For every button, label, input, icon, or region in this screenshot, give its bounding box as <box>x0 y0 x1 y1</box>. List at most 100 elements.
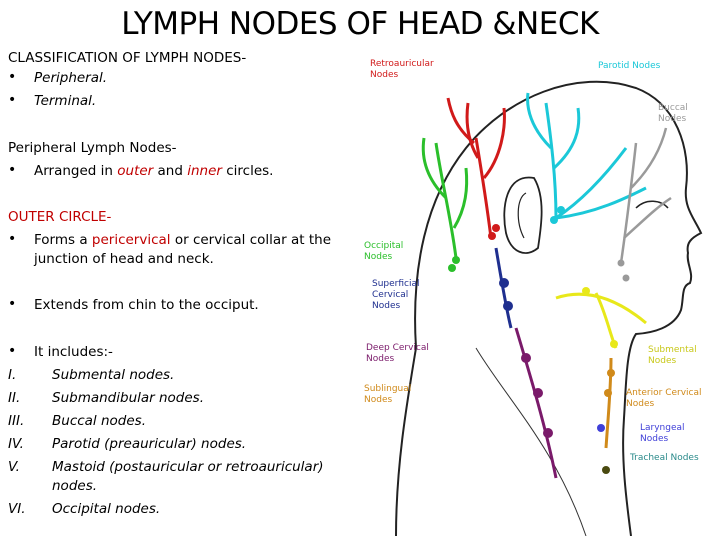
submental-node <box>610 340 618 348</box>
outer-bullet-2: Extends from chin to the occiput. <box>34 297 259 313</box>
classification-heading: CLASSIFICATION OF LYMPH NODES- <box>8 50 247 66</box>
classification-item-peripheral: Peripheral. <box>34 70 108 86</box>
vessel-line <box>604 357 613 449</box>
vessel-line <box>482 107 506 179</box>
list-item: Occipital nodes. <box>52 501 161 517</box>
deep-cervical-vessels <box>514 327 558 479</box>
label-sublingual: Sublingual <box>364 384 411 394</box>
anterior-cervical-node <box>607 369 615 377</box>
list-item-continuation: nodes. <box>52 478 98 494</box>
classification-item-terminal: Terminal. <box>34 93 97 109</box>
submental-node <box>582 287 590 295</box>
vessel-line <box>514 327 558 479</box>
list-num: V. <box>8 459 20 475</box>
vessel-line <box>555 292 647 325</box>
anterior-cervical-vessels <box>604 357 613 449</box>
vessel-line <box>474 137 493 239</box>
label-submental-line2: Nodes <box>648 356 676 366</box>
occipital-node <box>452 256 460 264</box>
list-num: IV. <box>8 436 24 452</box>
superficial-cervical-vessels <box>494 247 513 329</box>
label-retroauricular: Retroauricular <box>370 59 434 69</box>
occipital-node <box>448 264 456 272</box>
vessel-line <box>446 97 475 145</box>
retroauricular-node <box>492 224 500 232</box>
laryngeal-node <box>597 424 605 432</box>
deep-cervical-node <box>521 353 531 363</box>
ear-inner <box>517 192 527 239</box>
label-deep-cervical-line2: Nodes <box>366 354 394 364</box>
text-span: and <box>153 163 188 179</box>
list-num: I. <box>8 367 17 383</box>
buccal-vessels <box>619 127 672 264</box>
page-title: LYMPH NODES OF HEAD &NECK <box>121 6 599 42</box>
bullet-marker: • <box>8 343 17 359</box>
parotid-node <box>557 206 565 214</box>
bullet-marker: • <box>8 296 17 312</box>
list-item: Mastoid (postauricular or retroauricular… <box>52 459 324 475</box>
vessel-line <box>552 107 581 170</box>
label-buccal: Buccal <box>658 103 688 113</box>
superficial-cervical-node <box>503 301 513 311</box>
text-span: Arranged in <box>34 163 118 179</box>
label-occipital: Occipital <box>364 241 403 251</box>
label-laryngeal-line2: Nodes <box>640 434 668 444</box>
label-occipital-line2: Nodes <box>364 252 392 262</box>
anterior-cervical-node <box>604 389 612 397</box>
label-submental: Submental <box>648 345 697 355</box>
text-span: or cervical collar at the <box>170 232 332 248</box>
peripheral-bullet: Arranged in outer and inner circles. <box>34 163 273 180</box>
list-item: Submental nodes. <box>52 367 175 383</box>
bullet-marker: • <box>8 92 17 108</box>
buccal-node <box>622 274 630 282</box>
label-laryngeal: Laryngeal <box>640 423 685 433</box>
text-span: circles. <box>221 163 274 179</box>
outer-bullet-1: Forms a pericervical or cervical collar … <box>34 232 331 249</box>
bullet-marker: • <box>8 69 17 85</box>
lymph-nodes-diagram: Retroauricular Nodes Parotid Nodes Bucca… <box>356 48 712 536</box>
neck-muscle-line <box>475 347 587 536</box>
parotid-node <box>550 216 558 224</box>
vessel-line <box>452 167 469 229</box>
vessel-line <box>421 137 448 200</box>
label-retroauricular-line2: Nodes <box>370 70 398 80</box>
occipital-vessels <box>421 137 469 259</box>
list-num: III. <box>8 413 25 429</box>
label-tracheal: Tracheal Nodes <box>629 453 699 463</box>
ear-outline <box>503 176 543 254</box>
vessel-line <box>630 127 668 189</box>
list-item: Buccal nodes. <box>52 413 146 429</box>
retroauricular-vessels <box>446 97 506 239</box>
vessel-line <box>619 142 638 264</box>
label-buccal-line2: Nodes <box>658 114 686 124</box>
deep-cervical-node <box>533 388 543 398</box>
vessel-line <box>494 247 513 329</box>
eye-outline <box>635 200 669 209</box>
buccal-node <box>617 259 625 267</box>
list-item: Submandibular nodes. <box>52 390 205 406</box>
vessel-line <box>465 102 480 159</box>
vessel-line <box>555 186 647 220</box>
vessel-line <box>526 92 553 150</box>
bullet-marker: • <box>8 231 17 247</box>
vessel-line <box>434 142 458 259</box>
tracheal-node <box>602 466 610 474</box>
superficial-cervical-node <box>499 278 509 288</box>
list-item: Parotid (preauricular) nodes. <box>52 436 247 452</box>
label-parotid: Parotid Nodes <box>598 61 661 71</box>
label-superficial-cervical-line3: Nodes <box>372 301 400 311</box>
peripheral-heading: Peripheral Lymph Nodes- <box>8 140 177 156</box>
retroauricular-node <box>488 232 496 240</box>
label-sublingual-line2: Nodes <box>364 395 392 405</box>
vessel-line <box>623 196 672 239</box>
outer-term: outer <box>117 163 154 179</box>
label-anterior-cervical: Anterior Cervical <box>626 388 702 398</box>
parotid-vessels <box>526 92 647 220</box>
list-num: VI. <box>8 501 26 517</box>
text-span: Forms a <box>34 232 92 248</box>
vessel-line <box>555 147 628 220</box>
label-anterior-cervical-line2: Nodes <box>626 399 654 409</box>
outer-bullet-1-line2: junction of head and neck. <box>34 251 214 267</box>
inner-term: inner <box>187 163 222 179</box>
deep-cervical-node <box>543 428 553 438</box>
